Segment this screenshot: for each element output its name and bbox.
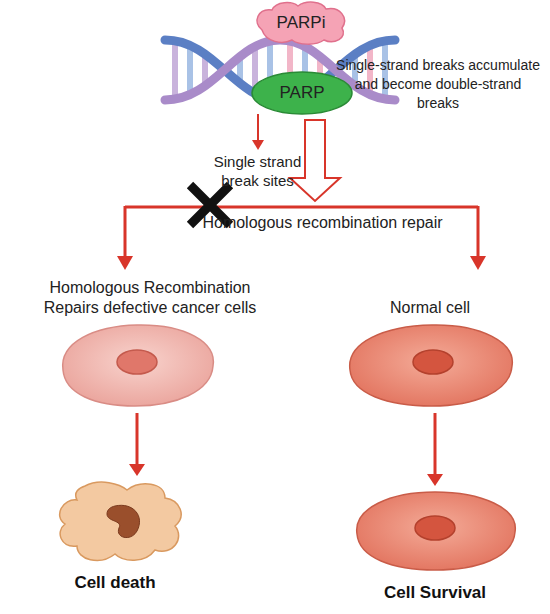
leader-arrowhead <box>252 140 264 150</box>
node-label: PARP <box>250 70 354 116</box>
outcome-label: Cell death <box>74 572 155 594</box>
annotation-label: Single strand break sites <box>200 152 315 190</box>
node-shape <box>15 476 215 566</box>
arrow-shaft <box>434 413 437 475</box>
node-shape <box>335 486 535 576</box>
arrow-head <box>129 464 145 476</box>
split-line <box>125 206 478 258</box>
cell-heading: Homologous Recombination Repairs defecti… <box>25 278 275 318</box>
cell-nucleus <box>117 350 157 374</box>
inhibitor-node: PARPi <box>252 0 350 46</box>
split-arrowhead <box>117 256 133 270</box>
node-label: PARPi <box>252 0 350 46</box>
fragmented-nucleus <box>107 505 140 537</box>
cell-survival-node: Cell Survival <box>335 486 535 604</box>
flow-arrow <box>427 413 443 486</box>
cell-membrane <box>63 325 214 406</box>
dying-cell-blob <box>60 482 181 560</box>
cell-nucleus <box>415 516 455 540</box>
dna-rung <box>172 42 178 98</box>
outcome-label: Cell Survival <box>384 582 486 604</box>
cell-nucleus <box>413 350 453 374</box>
leader-line <box>257 114 259 142</box>
dna-rung <box>187 48 193 92</box>
arrow-head <box>427 474 443 486</box>
enzyme-node: PARP <box>250 70 354 116</box>
dna-rung <box>202 58 208 82</box>
cancer-cell-node: Homologous Recombination Repairs defecti… <box>25 278 275 413</box>
node-shape <box>25 318 275 413</box>
normal-cell-node: Normal cell <box>340 298 520 413</box>
annotation-label: Single-strand breaks accumulate and beco… <box>332 56 544 113</box>
node-shape <box>340 318 520 413</box>
cell-membrane <box>350 325 513 406</box>
cell-death-node: Cell death <box>15 476 215 594</box>
arrow-shaft <box>136 413 139 465</box>
cell-membrane <box>357 492 516 570</box>
flow-arrow <box>129 413 145 476</box>
split-arrowhead <box>470 256 486 270</box>
cell-heading: Normal cell <box>390 298 470 318</box>
annotation-label: Homologous recombination repair <box>195 213 450 232</box>
